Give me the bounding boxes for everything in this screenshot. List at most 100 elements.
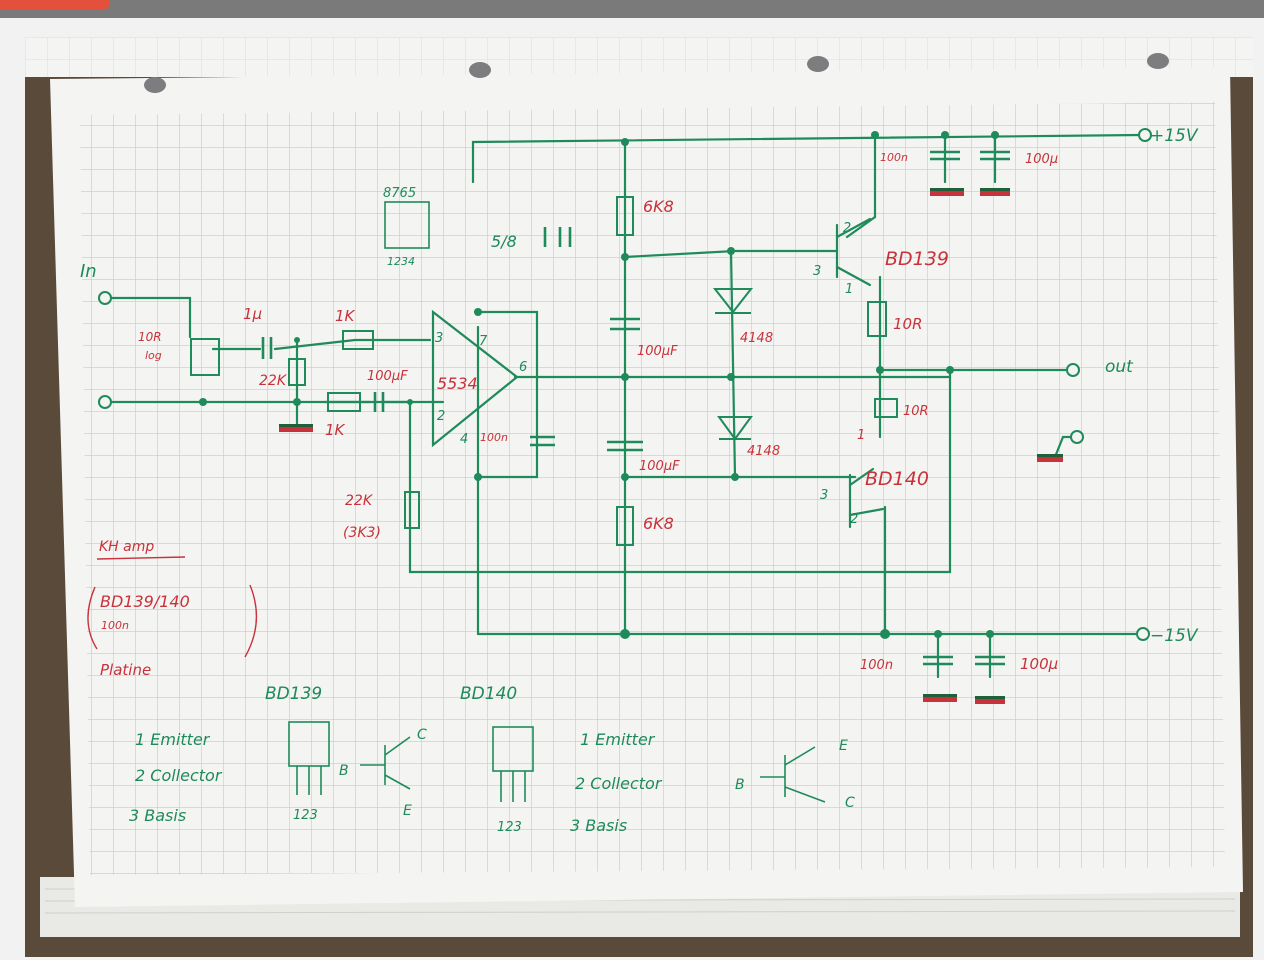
label-pinout-title-140: BD140 <box>460 684 517 704</box>
label-100uf-top: 100µF <box>637 344 678 359</box>
capacitors <box>261 150 1010 666</box>
label-4148-bottom: 4148 <box>747 444 780 459</box>
label-pot-log: log <box>145 349 162 362</box>
labels: +15V −15V In out 8765 1234 5/8 5534 BD13… <box>80 126 1199 835</box>
label-bd139: BD139 <box>885 248 949 270</box>
label-note-bd: BD139/140 <box>100 592 190 611</box>
label-6k8-top: 6K8 <box>643 197 674 216</box>
label-pin4: 4 <box>460 432 468 447</box>
browser-accent-tab[interactable] <box>0 0 110 9</box>
graph-grid <box>80 102 1225 875</box>
label-140-e: E <box>839 738 848 754</box>
schematic-drawing: +15V −15V In out 8765 1234 5/8 5534 BD13… <box>25 37 1253 937</box>
plus15-terminal[interactable] <box>1138 128 1152 142</box>
label-139-basis: 3 Basis <box>129 806 186 825</box>
resistor-10r-top <box>867 301 887 337</box>
label-bd140: BD140 <box>865 468 929 490</box>
label-4148-top: 4148 <box>740 331 773 346</box>
label-minus15v: −15V <box>1150 626 1199 646</box>
label-139-emitter: 1 Emitter <box>135 730 211 749</box>
label-10r-top: 10R <box>893 315 923 333</box>
browser-top-bar <box>0 0 1264 18</box>
label-139-c: C <box>417 727 427 743</box>
label-1u: 1µ <box>243 305 262 323</box>
label-opamp: 5534 <box>437 374 478 393</box>
diode-4148-bottom <box>717 416 753 441</box>
resistor-1k-a <box>342 330 374 350</box>
label-plus15v: +15V <box>1150 126 1199 146</box>
label-1k-b: 1K <box>325 421 346 439</box>
input-terminal[interactable] <box>98 291 112 305</box>
label-100n-top: 100n <box>880 151 908 164</box>
label-140-nums: 123 <box>497 820 522 835</box>
label-pin3: 3 <box>435 331 443 346</box>
pot-10r <box>190 338 220 376</box>
label-140-collector: 2 Collector <box>575 774 663 793</box>
minus15-terminal[interactable] <box>1136 627 1150 641</box>
label-pot-10r: 10R <box>138 330 162 344</box>
label-input: In <box>80 261 97 282</box>
grounds <box>279 188 1063 704</box>
label-10r-bottom: 10R <box>903 404 929 419</box>
note-bracket <box>87 584 258 658</box>
resistor-6k8-top <box>616 196 634 236</box>
punch-hole <box>144 77 166 93</box>
label-3k3: (3K3) <box>343 525 381 541</box>
output-terminal[interactable] <box>1066 363 1080 377</box>
label-half-ic: 5/8 <box>491 232 517 251</box>
label-139-e: E <box>403 803 412 819</box>
label-bd139-pin1: 1 <box>845 282 853 297</box>
label-pin7: 7 <box>479 334 488 349</box>
label-bd140-pin1: 1 <box>857 428 865 443</box>
punch-hole <box>469 62 491 78</box>
resistors <box>190 196 898 546</box>
resistor-6k8-bottom <box>616 506 634 546</box>
label-ic-pins-bottom: 1234 <box>387 255 415 268</box>
resistor-22k-a <box>288 358 306 386</box>
label-bd140-pin3: 3 <box>820 488 828 503</box>
opamp-5534 <box>431 309 519 448</box>
resistor-10r-bottom <box>874 398 898 418</box>
label-note-100n: 100n <box>101 619 129 632</box>
label-100uf-in: 100µF <box>367 369 408 384</box>
schematic-photo: +15V −15V In out 8765 1234 5/8 5534 BD13… <box>25 37 1253 957</box>
resistor-22k-b <box>404 491 420 529</box>
label-22k-a: 22K <box>259 373 288 389</box>
label-1k-a: 1K <box>335 307 356 325</box>
label-140-c: C <box>845 795 855 811</box>
label-pin2: 2 <box>437 409 445 424</box>
label-140-b: B <box>735 777 745 793</box>
label-140-basis: 3 Basis <box>570 816 627 835</box>
label-139-nums: 123 <box>293 808 318 823</box>
ic-pinout-box <box>384 201 430 249</box>
label-140-emitter: 1 Emitter <box>580 730 656 749</box>
label-bd139-pin3: 3 <box>813 264 821 279</box>
resistor-1k-b <box>327 392 361 412</box>
label-6k8-bottom: 6K8 <box>643 514 674 533</box>
label-output: out <box>1105 357 1134 377</box>
terminals <box>98 128 1152 641</box>
label-139-b: B <box>339 763 349 779</box>
label-100u-bottom: 100µ <box>1020 655 1058 673</box>
pinout-sketches <box>288 721 826 803</box>
input-ground-terminal[interactable] <box>98 395 112 409</box>
punch-hole <box>1147 53 1169 69</box>
label-hp-amp: KH amp <box>99 539 154 555</box>
diodes <box>712 288 754 441</box>
label-22k-b: 22K <box>345 493 374 509</box>
label-100u-top: 100µ <box>1025 152 1058 167</box>
label-100uf-bottom: 100µF <box>639 459 680 474</box>
label-pin6: 6 <box>519 360 527 375</box>
label-100n-bottom: 100n <box>860 658 893 673</box>
label-bd140-pin2: 2 <box>850 512 858 527</box>
punch-hole <box>807 56 829 72</box>
label-bd139-pin2: 2 <box>843 221 851 236</box>
output-ground-terminal[interactable] <box>1070 430 1084 444</box>
diode-4148-top <box>712 288 754 314</box>
label-note-platine: Platine <box>100 661 151 679</box>
label-ic-pins-top: 8765 <box>383 186 416 201</box>
label-139-collector: 2 Collector <box>135 766 223 785</box>
label-100n-opamp: 100n <box>480 431 508 444</box>
label-pinout-title-139: BD139 <box>265 684 322 704</box>
junction-dots <box>199 131 999 639</box>
